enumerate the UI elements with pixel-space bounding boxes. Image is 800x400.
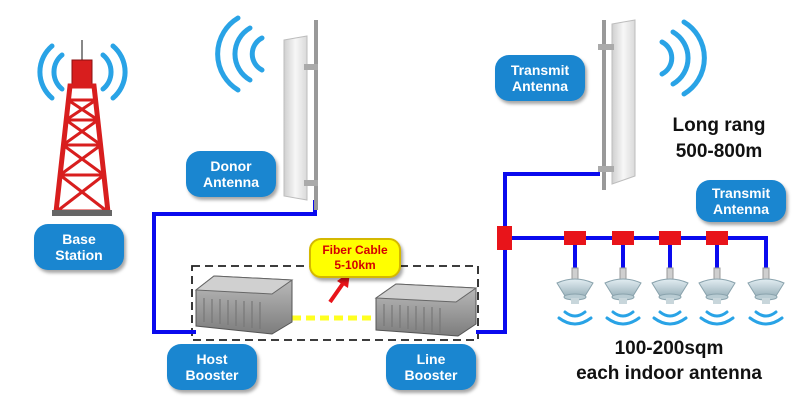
- signal-wave-icon: [652, 310, 688, 326]
- signal-wave-icon: [557, 310, 593, 326]
- ceiling-antenna-icon: [604, 267, 642, 326]
- signal-wave-icon: [659, 19, 707, 97]
- splitter-icon: [612, 231, 634, 245]
- fiber-cable-label: Fiber Cable 5-10km: [309, 238, 401, 278]
- ceiling-antenna-icon: [698, 267, 736, 326]
- label-line: 5-10km: [334, 258, 376, 272]
- label-line: Booster: [185, 367, 239, 383]
- signal-wave-icon: [37, 43, 128, 101]
- base-station-label: Base Station: [34, 224, 124, 270]
- label-line: Base: [62, 231, 96, 247]
- label-line: Antenna: [713, 201, 769, 217]
- note-line: Long rang: [672, 115, 766, 136]
- signal-wave-icon: [605, 310, 641, 326]
- indoor-coverage-note: 100-200sqm each indoor antenna: [540, 336, 798, 386]
- line-booster-label: Line Booster: [386, 344, 476, 390]
- label-line: Donor: [210, 158, 252, 174]
- panel-antenna-icon: [215, 15, 318, 210]
- signal-wave-icon: [699, 310, 735, 326]
- label-line: Line: [416, 351, 446, 367]
- donor-antenna-label: Donor Antenna: [186, 151, 276, 197]
- splitter-icon: [706, 231, 728, 245]
- label-line: Transmit: [510, 62, 570, 78]
- label-line: Station: [55, 247, 103, 263]
- transmit-cable: [476, 172, 600, 334]
- note-line: each indoor antenna: [576, 363, 762, 384]
- cell-tower-icon: [37, 40, 128, 216]
- label-line: Antenna: [203, 174, 259, 190]
- booster-unit-icon: [374, 283, 478, 337]
- ceiling-antenna-icon: [747, 267, 785, 326]
- host-booster-label: Host Booster: [167, 344, 257, 390]
- booster-unit-icon: [194, 275, 294, 335]
- label-line: Host: [196, 351, 228, 367]
- signal-wave-icon: [215, 15, 265, 93]
- signal-wave-icon: [748, 310, 784, 326]
- splitters: [497, 226, 728, 250]
- note-line: 500-800m: [675, 141, 763, 162]
- indoor-antenna-group: [556, 267, 785, 326]
- note-line: 100-200sqm: [614, 338, 724, 359]
- transmit-antenna-label-top: Transmit Antenna: [495, 55, 585, 101]
- panel-antenna-icon: [598, 19, 707, 190]
- label-line: Fiber Cable: [322, 243, 388, 257]
- indoor-trunk-cable: [505, 236, 768, 270]
- ceiling-antenna-icon: [651, 267, 689, 326]
- splitter-icon: [564, 231, 586, 245]
- long-range-note: Long rang 500-800m: [644, 113, 794, 165]
- transmit-antenna-label-right: Transmit Antenna: [696, 180, 786, 222]
- ceiling-antenna-icon: [556, 267, 594, 326]
- label-line: Transmit: [711, 185, 771, 201]
- splitter-icon: [497, 226, 512, 250]
- label-line: Antenna: [512, 78, 568, 94]
- splitter-icon: [659, 231, 681, 245]
- label-line: Booster: [404, 367, 458, 383]
